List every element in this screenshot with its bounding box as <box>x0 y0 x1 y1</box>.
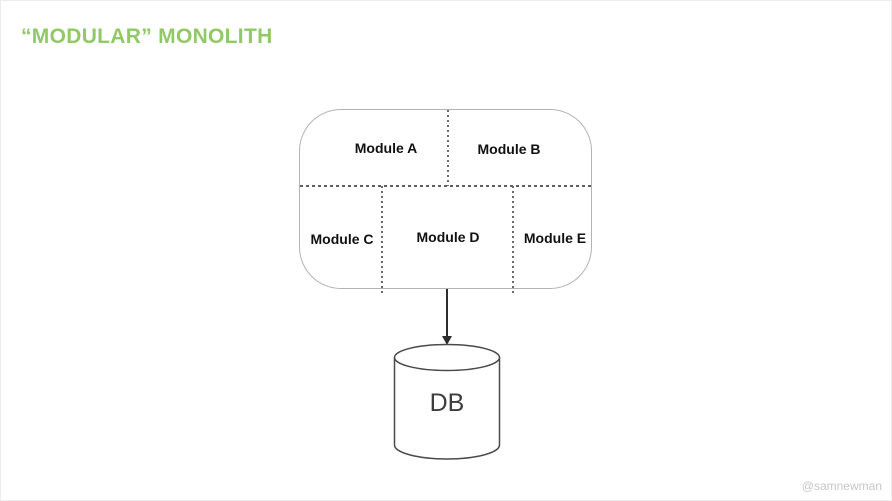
database-label: DB <box>429 389 465 417</box>
database-cylinder-icon <box>393 343 501 460</box>
module-e-label: Module E <box>523 230 587 246</box>
divider-top-bottom-rows <box>300 185 591 187</box>
watermark: @samnewman <box>801 479 882 493</box>
divider-module-a-b <box>447 110 449 186</box>
module-a-label: Module A <box>354 140 418 156</box>
arrow-monolith-to-db-line <box>446 289 448 337</box>
slide-title: “MODULAR” MONOLITH <box>21 25 273 48</box>
arrow-monolith-to-db-head <box>442 336 452 345</box>
module-b-label: Module B <box>477 141 541 157</box>
divider-module-d-e <box>512 186 514 294</box>
monolith-box <box>299 109 592 289</box>
divider-module-c-d <box>381 186 383 294</box>
module-c-label: Module C <box>310 231 374 247</box>
module-d-label: Module D <box>416 229 480 245</box>
